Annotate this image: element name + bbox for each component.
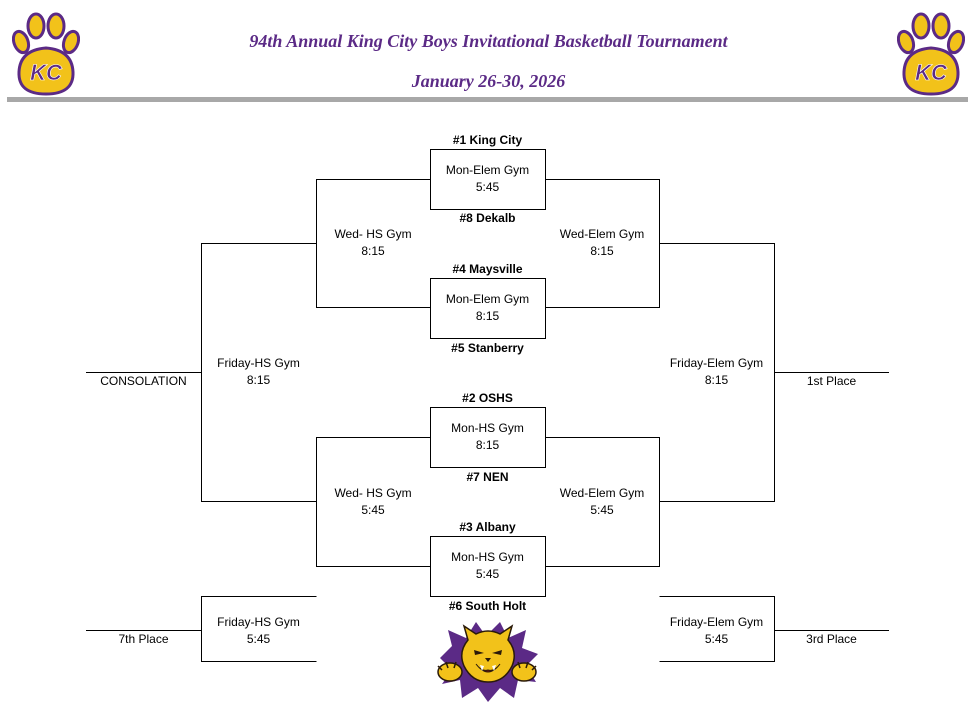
game-2-venue: Mon-Elem Gym	[445, 292, 530, 306]
wed-right-bot-info: Wed-Elem Gym 5:45	[545, 485, 659, 519]
game-2-time: 8:15	[475, 309, 500, 323]
seventh-bracket	[201, 596, 317, 662]
team-south-holt: #6 South Holt	[448, 599, 527, 613]
game-4-info: Mon-HS Gym 5:45	[430, 549, 545, 583]
fri-right-time: 8:15	[704, 373, 729, 387]
wed-left-top-info: Wed- HS Gym 8:15	[316, 226, 430, 260]
game-1-venue: Mon-Elem Gym	[445, 163, 530, 177]
fri-seventh-time: 5:45	[246, 632, 271, 646]
consolation-label: CONSOLATION	[100, 374, 187, 388]
game-3-venue: Mon-HS Gym	[451, 421, 524, 435]
fri-seventh-info: Friday-HS Gym 5:45	[201, 614, 316, 648]
fri-left-time: 8:15	[246, 373, 271, 387]
wed-right-top-time: 8:15	[590, 244, 614, 258]
team-oshs: #2 OSHS	[462, 391, 513, 405]
fri-right-info: Friday-Elem Gym 8:15	[659, 355, 774, 389]
logo-text-right: KC	[915, 60, 948, 85]
wed-left-bot-info: Wed- HS Gym 5:45	[316, 485, 430, 519]
tournament-title: 94th Annual King City Boys Invitational …	[249, 31, 728, 51]
fri-third-info: Friday-Elem Gym 5:45	[659, 614, 774, 648]
fri-seventh-venue: Friday-HS Gym	[217, 615, 300, 629]
team-albany: #3 Albany	[459, 520, 516, 534]
game-2-info: Mon-Elem Gym 8:15	[430, 291, 545, 325]
seventh-place-label: 7th Place	[118, 632, 169, 646]
wed-left-top-time: 8:15	[361, 244, 385, 258]
wed-right-top-venue: Wed-Elem Gym	[559, 227, 645, 241]
paw-logo-left: KC	[12, 12, 80, 96]
paw-logo-right: KC	[897, 12, 965, 96]
game-3-info: Mon-HS Gym 8:15	[430, 420, 545, 454]
fri-left-venue: Friday-HS Gym	[217, 356, 300, 370]
team-stanberry: #5 Stanberry	[451, 341, 524, 355]
wed-right-bot-time: 5:45	[590, 503, 614, 517]
game-4-venue: Mon-HS Gym	[451, 550, 524, 564]
tournament-dates: January 26-30, 2026	[411, 71, 566, 91]
team-nen: #7 NEN	[466, 470, 509, 484]
wildcat-mascot-icon	[437, 622, 538, 702]
team-dekalb: #8 Dekalb	[459, 211, 516, 225]
first-place-label: 1st Place	[806, 374, 857, 388]
wed-left-bot-venue: Wed- HS Gym	[334, 486, 412, 500]
third-place-label: 3rd Place	[806, 632, 857, 646]
wed-right-top-info: Wed-Elem Gym 8:15	[545, 226, 659, 260]
team-king-city: #1 King City	[452, 133, 523, 147]
game-4-time: 5:45	[475, 567, 500, 581]
fri-third-venue: Friday-Elem Gym	[669, 615, 764, 629]
fri-third-time: 5:45	[704, 632, 729, 646]
fri-left-info: Friday-HS Gym 8:15	[201, 355, 316, 389]
wed-left-top-venue: Wed- HS Gym	[334, 227, 412, 241]
wed-left-bot-time: 5:45	[361, 503, 385, 517]
team-maysville: #4 Maysville	[452, 262, 523, 276]
third-bracket	[659, 596, 775, 662]
game-3-time: 8:15	[475, 438, 500, 452]
fri-right-venue: Friday-Elem Gym	[669, 356, 764, 370]
game-1-time: 5:45	[475, 180, 500, 194]
game-1-info: Mon-Elem Gym 5:45	[430, 162, 545, 196]
header-divider	[7, 97, 968, 102]
logo-text-left: KC	[30, 60, 63, 85]
wed-right-bot-venue: Wed-Elem Gym	[559, 486, 645, 500]
game-box-2	[430, 278, 546, 339]
